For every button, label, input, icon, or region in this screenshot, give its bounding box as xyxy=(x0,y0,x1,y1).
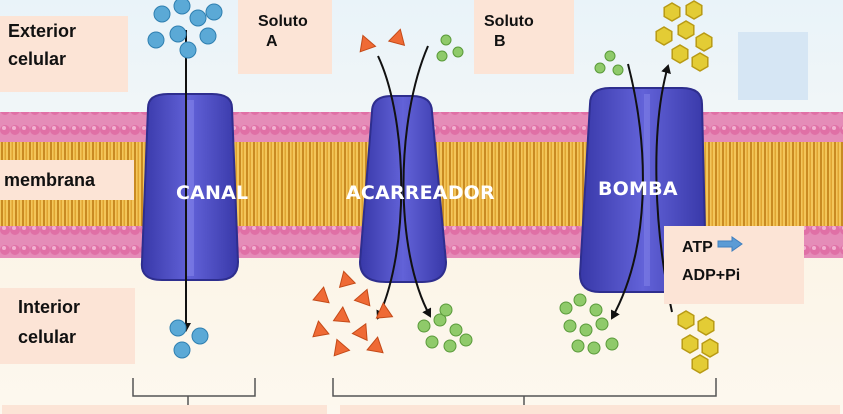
green-molecule xyxy=(450,324,462,336)
solute-a-molecule xyxy=(174,342,190,358)
pump-solute-hexagon xyxy=(656,27,672,45)
pump-solute-hexagon xyxy=(678,21,694,39)
solute-a-molecule xyxy=(200,28,216,44)
solute-a-label-line1: Soluto xyxy=(258,12,332,32)
green-molecule xyxy=(590,304,602,316)
pump-solute-hexagon xyxy=(686,1,702,19)
solute-a-molecule xyxy=(148,32,164,48)
green-molecule xyxy=(564,320,576,332)
highlight-square xyxy=(738,32,808,100)
green-molecule xyxy=(437,51,447,61)
green-molecule xyxy=(453,47,463,57)
green-molecule xyxy=(426,336,438,348)
solute-a-label-line2: A xyxy=(258,32,332,52)
solute-a-molecule xyxy=(190,10,206,26)
pump-solute-hexagon xyxy=(702,339,718,357)
exterior-label-line2: celular xyxy=(8,48,128,70)
green-molecule xyxy=(605,51,615,61)
atp-line: ATP xyxy=(682,236,804,259)
green-molecule xyxy=(418,320,430,332)
green-molecule xyxy=(588,342,600,354)
pump-solute-hexagon xyxy=(678,311,694,329)
solute-a-molecule xyxy=(154,6,170,22)
right-arrow-icon xyxy=(717,236,743,259)
membrane-label: membrana xyxy=(0,160,134,200)
interior-label: Interior celular xyxy=(0,288,135,364)
atp-label: ATP xyxy=(682,237,713,259)
solute-b-label-line2: B xyxy=(484,32,574,52)
interior-label-line1: Interior xyxy=(18,296,135,318)
solute-a-molecule xyxy=(174,0,190,14)
solute-a-molecule xyxy=(180,42,196,58)
green-molecule xyxy=(441,35,451,45)
pump-solute-hexagon xyxy=(696,33,712,51)
atp-adp-label: ATP ADP+Pi xyxy=(664,226,804,304)
solute-a-molecule xyxy=(170,320,186,336)
acarreador-label: ACARREADOR xyxy=(346,182,495,204)
solute-a-molecule xyxy=(206,4,222,20)
canal-label: CANAL xyxy=(176,182,248,204)
solute-b-label-line1: Soluto xyxy=(484,12,574,32)
pump-solute-hexagon xyxy=(682,335,698,353)
solute-a-molecule xyxy=(170,26,186,42)
pump-solute-hexagon xyxy=(664,3,680,21)
pump-solute-hexagon xyxy=(698,317,714,335)
green-molecule xyxy=(560,302,572,314)
green-molecule xyxy=(613,65,623,75)
green-molecule xyxy=(596,318,608,330)
pump-solute-hexagon xyxy=(672,45,688,63)
interior-label-line2: celular xyxy=(18,326,135,348)
pump-solute-hexagon xyxy=(692,53,708,71)
bottom-label-strip-left xyxy=(2,405,327,414)
solute-a-molecule xyxy=(192,328,208,344)
pump-solute-hexagon xyxy=(692,355,708,373)
green-molecule xyxy=(595,63,605,73)
membrane-label-text: membrana xyxy=(4,170,95,190)
green-molecule xyxy=(580,324,592,336)
green-molecule xyxy=(574,294,586,306)
bottom-label-strip-right xyxy=(340,405,840,414)
bomba-label: BOMBA xyxy=(598,178,678,200)
exterior-label-line1: Exterior xyxy=(8,20,128,42)
adp-label: ADP+Pi xyxy=(682,265,804,287)
green-molecule xyxy=(572,340,584,352)
green-molecule xyxy=(444,340,456,352)
solute-a-label: Soluto A xyxy=(238,0,332,74)
exterior-label: Exterior celular xyxy=(0,16,128,92)
solute-b-label: Soluto B xyxy=(474,0,574,74)
green-molecule xyxy=(460,334,472,346)
green-molecule xyxy=(606,338,618,350)
green-molecule xyxy=(440,304,452,316)
